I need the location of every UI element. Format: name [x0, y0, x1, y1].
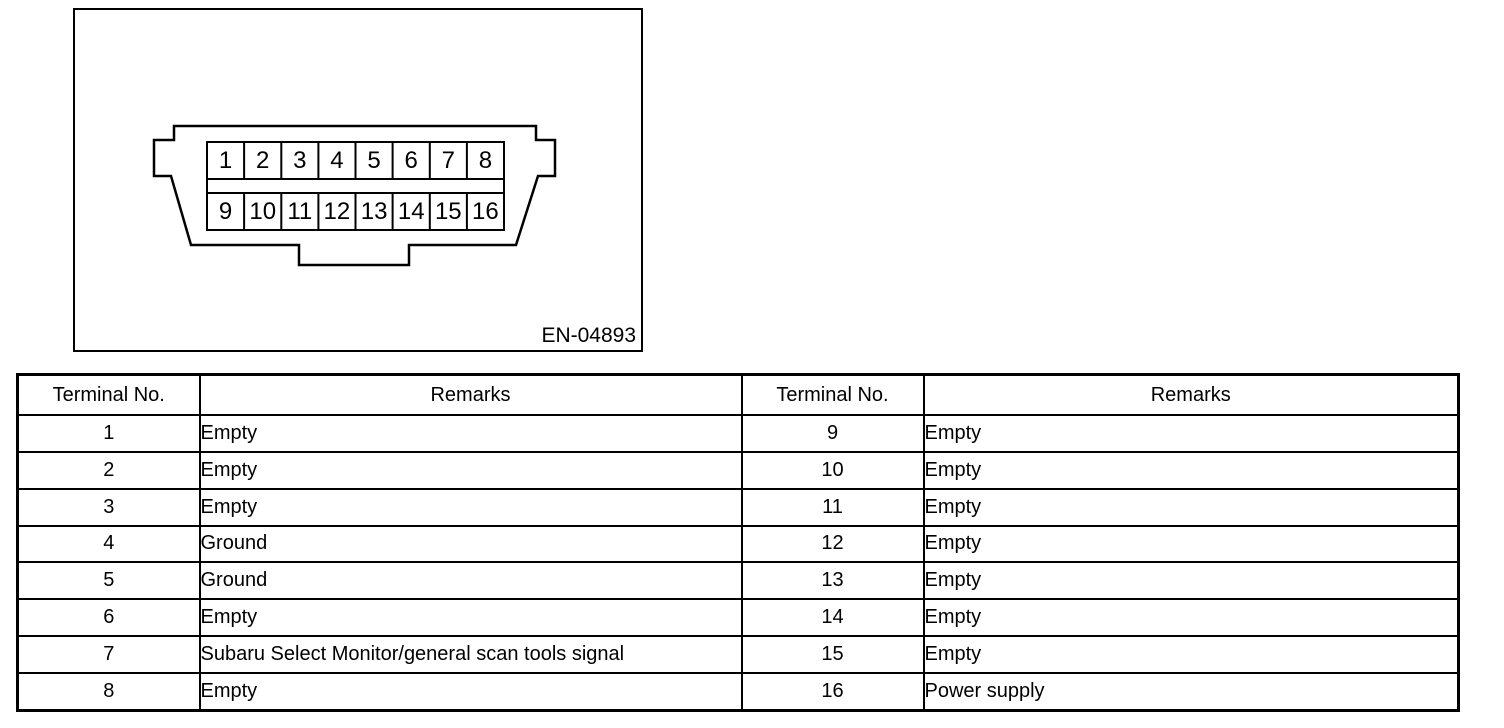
column-header-remarks-left: Remarks [198, 373, 743, 416]
connector-diagram: 1 2 3 4 5 6 7 8 9 10 11 12 13 14 15 16 [152, 124, 557, 267]
terminal-cell: 14 [740, 598, 925, 638]
terminal-cell: 6 [16, 598, 201, 638]
pin-number: 5 [367, 147, 380, 174]
remark-cell: Power supply [922, 671, 1460, 712]
terminal-cell: 16 [740, 671, 925, 712]
remark-cell: Empty [922, 561, 1460, 601]
table-row: 4 Ground 12 Empty [16, 524, 1460, 564]
figure-label: EN-04893 [541, 324, 636, 347]
pin-number: 6 [405, 147, 418, 174]
pin-number: 14 [398, 198, 425, 225]
remark-cell: Empty [922, 598, 1460, 638]
pin-number: 4 [330, 147, 343, 174]
terminal-cell: 11 [740, 487, 925, 527]
remark-cell: Ground [198, 524, 743, 564]
terminal-cell: 13 [740, 561, 925, 601]
terminal-cell: 5 [16, 561, 201, 601]
pin-number: 3 [293, 147, 306, 174]
table-row: 3 Empty 11 Empty [16, 487, 1460, 527]
remark-cell: Empty [198, 414, 743, 453]
remark-cell: Empty [198, 487, 743, 527]
table-row: 5 Ground 13 Empty [16, 561, 1460, 601]
pin-number: 8 [479, 147, 492, 174]
terminal-cell: 3 [16, 487, 201, 527]
pin-number: 1 [219, 147, 232, 174]
pin-number: 10 [249, 198, 276, 225]
terminal-cell: 15 [740, 635, 925, 674]
table-row: 8 Empty 16 Power supply [16, 671, 1460, 712]
connector-figure-box: 1 2 3 4 5 6 7 8 9 10 11 12 13 14 15 16 E… [73, 8, 643, 352]
pin-number: 2 [256, 147, 269, 174]
table-row: 6 Empty 14 Empty [16, 598, 1460, 638]
remark-cell: Empty [922, 524, 1460, 564]
terminal-cell: 4 [16, 524, 201, 564]
table-header-row: Terminal No. Remarks Terminal No. Remark… [16, 373, 1460, 416]
remark-cell: Empty [198, 598, 743, 638]
pin-number: 15 [435, 198, 462, 225]
remark-cell: Empty [922, 487, 1460, 527]
remark-cell: Empty [198, 671, 743, 712]
remark-cell: Subaru Select Monitor/general scan tools… [198, 635, 743, 674]
terminal-table: Terminal No. Remarks Terminal No. Remark… [16, 373, 1460, 712]
table-row: 1 Empty 9 Empty [16, 414, 1460, 453]
pin-number: 9 [219, 198, 232, 225]
pin-number: 16 [472, 198, 499, 225]
terminal-cell: 12 [740, 524, 925, 564]
terminal-cell: 1 [16, 414, 201, 453]
remark-cell: Empty [922, 414, 1460, 453]
column-header-terminal-right: Terminal No. [740, 373, 925, 416]
terminal-cell: 2 [16, 450, 201, 490]
terminal-cell: 10 [740, 450, 925, 490]
terminal-cell: 7 [16, 635, 201, 674]
pin-cell-dividers-bottom [243, 193, 468, 230]
table-row: 7 Subaru Select Monitor/general scan too… [16, 635, 1460, 674]
pin-cell-dividers-top [243, 142, 468, 179]
column-header-remarks-right: Remarks [922, 373, 1460, 416]
table-row: 2 Empty 10 Empty [16, 450, 1460, 490]
pin-number: 13 [361, 198, 388, 225]
column-header-terminal-left: Terminal No. [16, 373, 201, 416]
remark-cell: Empty [922, 450, 1460, 490]
pin-number: 12 [324, 198, 351, 225]
terminal-cell: 8 [16, 671, 201, 712]
remark-cell: Ground [198, 561, 743, 601]
pin-number: 7 [442, 147, 455, 174]
terminal-cell: 9 [740, 414, 925, 453]
remark-cell: Empty [922, 635, 1460, 674]
remark-cell: Empty [198, 450, 743, 490]
pin-number: 11 [287, 198, 312, 225]
